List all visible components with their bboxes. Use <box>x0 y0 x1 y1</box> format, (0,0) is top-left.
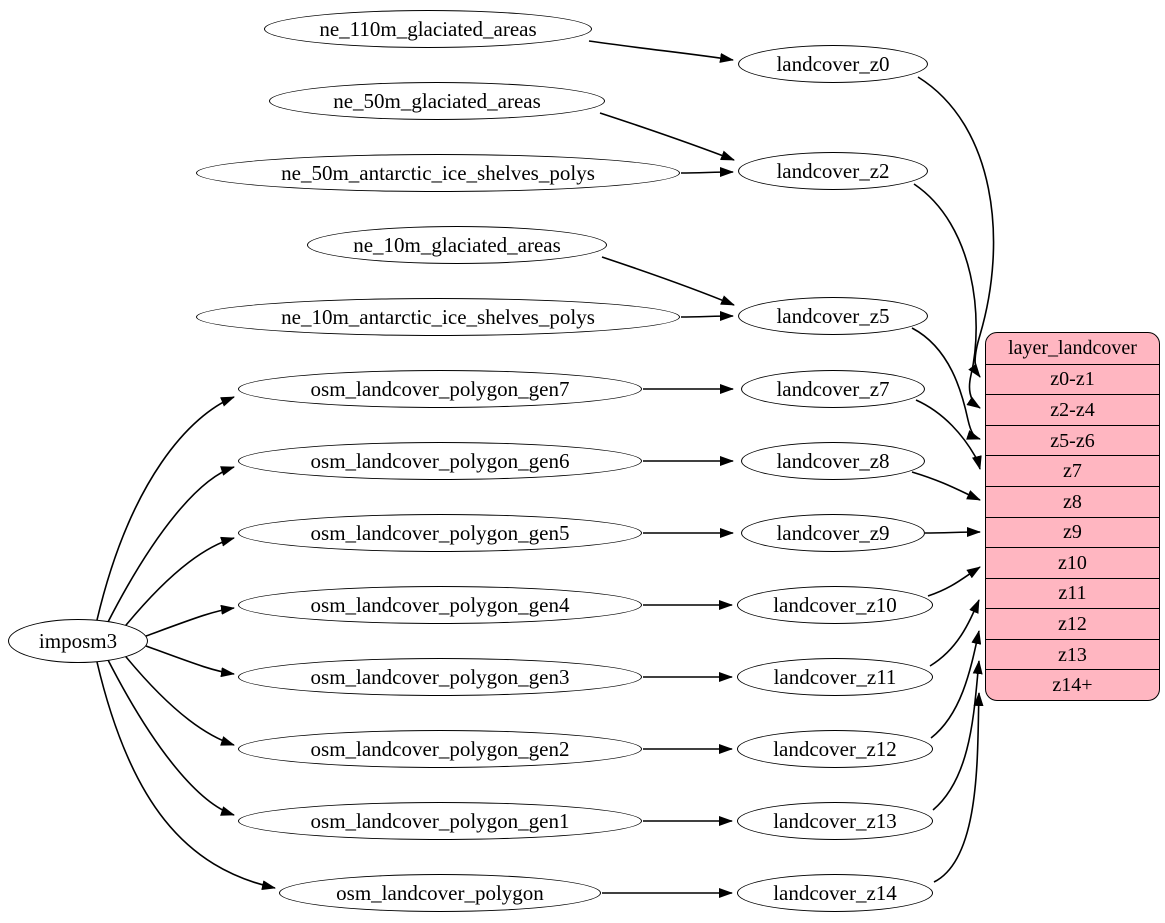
node-osm-landcover-polygon: osm_landcover_polygon <box>279 874 601 912</box>
edge-ne50m-antarctic-to-z2 <box>680 167 734 178</box>
edge-imposm3-to-gen7 <box>96 396 235 621</box>
edge-z2-to-row-z2-z4 <box>913 183 981 409</box>
node-ne-10m-glaciated-areas: ne_10m_glaciated_areas <box>307 226 607 264</box>
node-landcover-z8: landcover_z8 <box>741 442 925 480</box>
edge-imposm3-to-gen6 <box>106 466 235 625</box>
edge-z11-to-row-z11 <box>929 599 980 667</box>
node-landcover-z14: landcover_z14 <box>737 874 933 912</box>
record-row-z5-z6: z5-z6 <box>986 424 1159 456</box>
node-osm-landcover-polygon-gen1: osm_landcover_polygon_gen1 <box>238 802 642 840</box>
edge-z7-to-row-z7 <box>915 399 982 470</box>
record-row-z2-z4: z2-z4 <box>986 394 1159 425</box>
node-landcover-z2: landcover_z2 <box>738 152 928 190</box>
edge-z0-to-row-z0-z1 <box>917 76 995 378</box>
record-row-z14plus: z14+ <box>986 669 1159 700</box>
edge-imposm3-to-gen1 <box>106 657 235 816</box>
edge-z13-to-row-z13 <box>932 660 983 811</box>
node-landcover-z10: landcover_z10 <box>737 586 933 624</box>
node-ne-50m-glaciated-areas: ne_50m_glaciated_areas <box>269 82 605 120</box>
record-row-z11: z11 <box>986 577 1159 609</box>
edge-ne10m-glaciated-to-z5 <box>601 256 735 306</box>
edge-z9-to-row-z9 <box>924 527 981 538</box>
edge-imposm3-to-gen4 <box>145 604 235 637</box>
record-row-z13: z13 <box>986 638 1159 670</box>
record-title: layer_landcover <box>1008 337 1137 360</box>
edge-z5-to-row-z5-z6 <box>911 327 981 440</box>
node-ne-50m-antarctic-ice-shelves-polys: ne_50m_antarctic_ice_shelves_polys <box>196 154 680 192</box>
record-row-z0-z1: z0-z1 <box>986 363 1159 395</box>
edge-z8-to-row-z8 <box>911 471 981 501</box>
edge-z12-to-row-z12 <box>930 630 982 739</box>
record-row-z9: z9 <box>986 516 1159 548</box>
node-osm-landcover-polygon-gen5: osm_landcover_polygon_gen5 <box>238 514 642 552</box>
node-osm-landcover-polygon-gen2: osm_landcover_polygon_gen2 <box>238 730 642 768</box>
edge-z10-to-row-z10 <box>927 566 981 597</box>
edge-imposm3-to-gen5 <box>121 536 235 631</box>
record-row-z8: z8 <box>986 485 1159 517</box>
edge-imposm3-to-polygon <box>96 661 276 891</box>
node-ne-10m-antarctic-ice-shelves-polys: ne_10m_antarctic_ice_shelves_polys <box>196 298 680 336</box>
node-ne-110m-glaciated-areas: ne_110m_glaciated_areas <box>264 10 592 48</box>
edge-ne10m-antarctic-to-z5 <box>680 311 734 322</box>
record-row-z10: z10 <box>986 547 1159 578</box>
node-landcover-z9: landcover_z9 <box>741 514 925 552</box>
node-osm-landcover-polygon-gen7: osm_landcover_polygon_gen7 <box>238 370 642 408</box>
edge-ne110m-to-z0 <box>588 40 734 63</box>
node-layer-landcover-table: layer_landcover z0-z1 z2-z4 z5-z6 z7 z8 … <box>985 332 1160 701</box>
node-landcover-z13: landcover_z13 <box>737 802 933 840</box>
node-imposm3: imposm3 <box>8 619 148 663</box>
node-landcover-z12: landcover_z12 <box>737 730 933 768</box>
record-row-z12: z12 <box>986 608 1159 639</box>
edge-imposm3-to-gen2 <box>121 651 235 746</box>
node-osm-landcover-polygon-gen6: osm_landcover_polygon_gen6 <box>238 442 642 480</box>
node-osm-landcover-polygon-gen3: osm_landcover_polygon_gen3 <box>238 658 642 696</box>
edge-z14-to-row-z14plus <box>933 692 984 883</box>
node-landcover-z11: landcover_z11 <box>737 658 933 696</box>
node-landcover-z0: landcover_z0 <box>738 45 928 83</box>
node-osm-landcover-polygon-gen4: osm_landcover_polygon_gen4 <box>238 586 642 624</box>
edge-imposm3-to-gen3 <box>145 645 235 678</box>
node-landcover-z7: landcover_z7 <box>741 370 925 408</box>
edge-ne50m-glaciated-to-z2 <box>599 112 735 161</box>
record-row-z7: z7 <box>986 455 1159 486</box>
node-landcover-z5: landcover_z5 <box>738 297 928 335</box>
